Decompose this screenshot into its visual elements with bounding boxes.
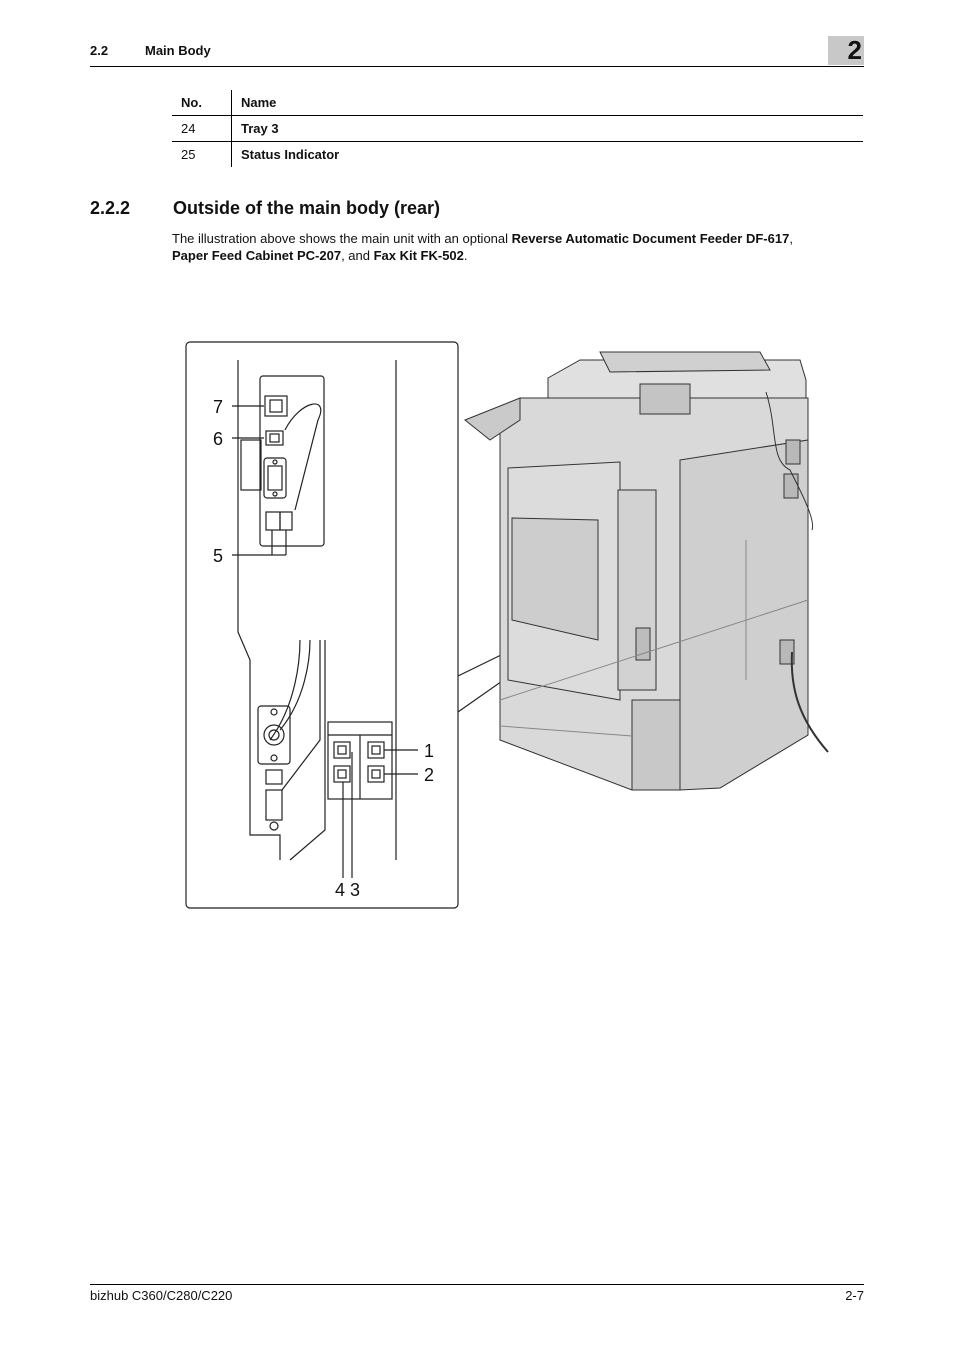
section-paragraph: The illustration above shows the main un… bbox=[172, 230, 872, 264]
callout-1: 1 bbox=[424, 741, 434, 761]
callout-2: 2 bbox=[424, 765, 434, 785]
row-number: 24 bbox=[172, 115, 232, 142]
section-heading-number: 2.2.2 bbox=[90, 198, 131, 218]
header-section-title: Main Body bbox=[145, 43, 211, 58]
running-header: 2.2 Main Body 2 bbox=[90, 36, 864, 67]
option-adf: Reverse Automatic Document Feeder DF-617 bbox=[511, 231, 790, 246]
table-header-row: No. Name bbox=[172, 90, 863, 116]
column-header-name: Name bbox=[231, 90, 863, 116]
table-row: 25 Status Indicator bbox=[172, 141, 863, 167]
para-separator: , and bbox=[341, 248, 374, 263]
page-footer: bizhub C360/C280/C220 2-7 bbox=[90, 1284, 864, 1303]
callout-4: 4 bbox=[335, 880, 345, 900]
row-name: Tray 3 bbox=[231, 115, 863, 142]
section-heading: 2.2.2 Outside of the main body (rear) bbox=[90, 198, 440, 219]
footer-model: bizhub C360/C280/C220 bbox=[90, 1288, 233, 1303]
row-number: 25 bbox=[172, 141, 232, 167]
detail-inset-frame bbox=[185, 341, 459, 909]
table-row: 24 Tray 3 bbox=[172, 115, 863, 142]
callout-3: 3 bbox=[350, 880, 360, 900]
header-section-number: 2.2 bbox=[90, 43, 109, 58]
column-header-no: No. bbox=[172, 90, 232, 116]
main-unit-drawing bbox=[464, 351, 829, 791]
chapter-tab: 2 bbox=[828, 36, 864, 65]
option-fax-kit: Fax Kit FK-502 bbox=[373, 248, 464, 263]
section-heading-title: Outside of the main body (rear) bbox=[173, 198, 441, 218]
para-separator: , bbox=[789, 231, 793, 246]
port-panel bbox=[259, 375, 325, 547]
chapter-number: 2 bbox=[847, 35, 862, 65]
panel-outline bbox=[237, 360, 281, 860]
callout-5: 5 bbox=[213, 546, 223, 566]
row-name: Status Indicator bbox=[241, 147, 340, 162]
callout-7: 7 bbox=[213, 397, 223, 417]
para-end: . bbox=[463, 248, 468, 263]
parts-table: No. Name 24 Tray 3 25 Status Indicator bbox=[172, 90, 863, 167]
callout-6: 6 bbox=[213, 429, 223, 449]
option-paper-feed-cabinet: Paper Feed Cabinet PC-207 bbox=[172, 248, 342, 263]
footer-page-number: 2-7 bbox=[845, 1288, 864, 1303]
para-text: The illustration above shows the main un… bbox=[172, 231, 512, 246]
